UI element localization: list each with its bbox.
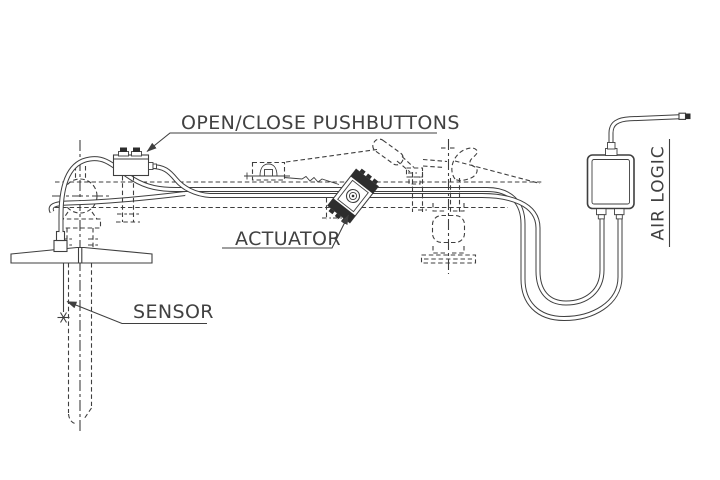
pushbuttons-label: OPEN/CLOSE PUSHBUTTONS (181, 112, 460, 134)
linkage-rod (283, 175, 340, 185)
pushbutton-station (112, 147, 157, 177)
pushbuttons-leader (146, 132, 437, 152)
air-tubing (48, 156, 623, 322)
air-logic-label: AIR LOGIC (649, 145, 669, 240)
sensor-label: SENSOR (133, 301, 214, 323)
outlet-tube-fitting (678, 112, 687, 120)
open-pushbutton (118, 147, 129, 157)
air-logic-box (586, 112, 691, 220)
close-pushbutton (131, 147, 142, 157)
actuator-label: ACTUATOR (235, 228, 341, 250)
handle-latch-phantom (451, 147, 478, 181)
annotations: OPEN/CLOSE PUSHBUTTONS ACTUATOR SENSOR A… (66, 112, 671, 325)
pushbutton-box (112, 154, 150, 177)
flange-fitting (53, 239, 68, 253)
actuator-leader (222, 214, 349, 249)
cable-gland (148, 162, 154, 170)
sensor-assembly (10, 140, 153, 432)
linkage-bracket-phantom (244, 161, 340, 185)
sensor-leader (66, 300, 207, 325)
air-logic-enclosure (586, 154, 635, 210)
valve-body-phantom (420, 139, 477, 274)
sensor-tip-symbol (57, 312, 70, 323)
manual-handle-phantom (372, 138, 478, 185)
